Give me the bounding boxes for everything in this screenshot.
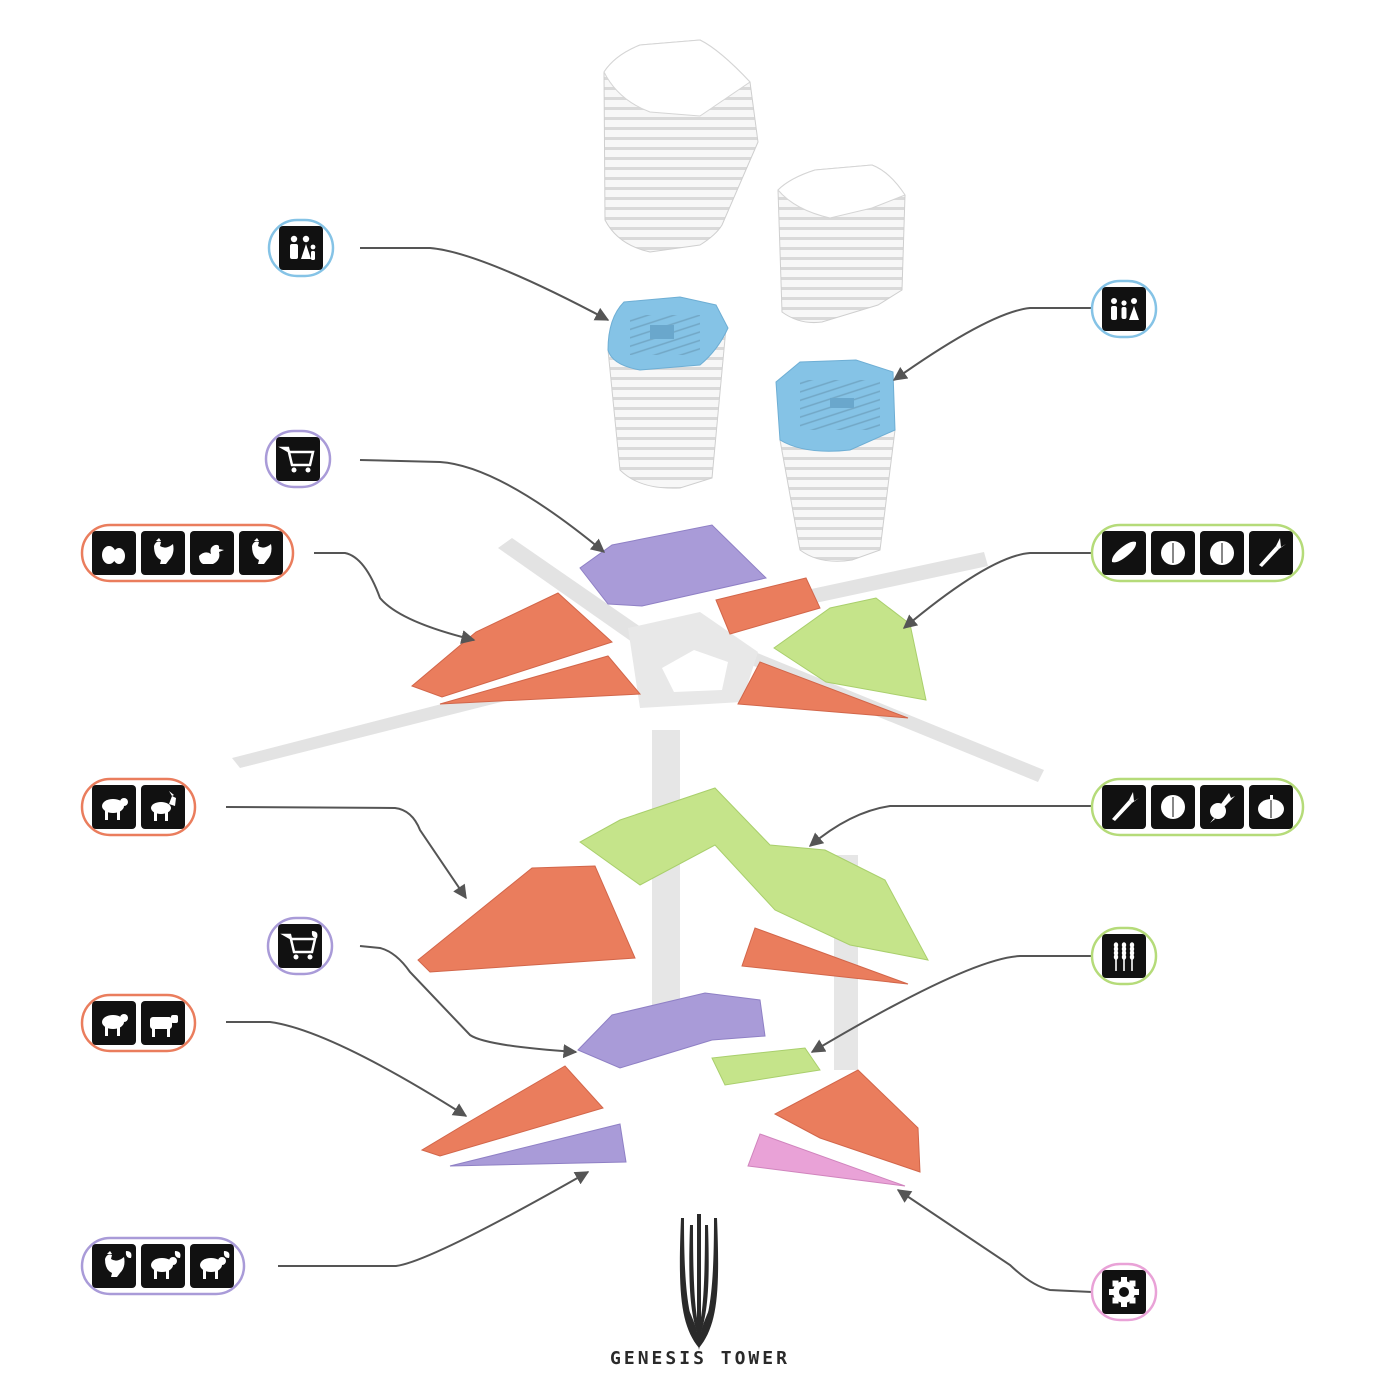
connector-market-upper	[359, 459, 606, 553]
callout-residential-upper-right	[1090, 279, 1158, 339]
goat-icon	[141, 785, 185, 829]
shopping-cart-leaf-icon	[278, 924, 322, 968]
shopping-cart-icon	[276, 437, 320, 481]
pig-leaf-icon	[190, 1244, 234, 1288]
tower-left-residential	[607, 296, 729, 489]
callout-vegetables-upper	[1090, 523, 1305, 583]
wheat-icon	[1102, 934, 1146, 978]
connector-lines	[225, 247, 1093, 1293]
connector-meat-products	[278, 1171, 590, 1267]
callout-badges	[80, 218, 1305, 1322]
callout-technical	[1090, 1262, 1158, 1322]
genesis-tower-logo-mark	[679, 1214, 719, 1350]
cow-icon	[141, 1001, 185, 1045]
callout-meat-products	[80, 1236, 246, 1296]
bottom-livestock-block-left	[420, 1065, 604, 1157]
connector-sheep-cow	[226, 1021, 468, 1117]
lower-crop-block	[579, 787, 929, 961]
bottom-livestock-block-right	[773, 1069, 921, 1173]
connector-sheep-goat	[225, 806, 467, 900]
gear-wrench-icon	[1102, 1270, 1146, 1314]
leek-icon	[1249, 531, 1293, 575]
bottom-market-block-narrow	[449, 1123, 627, 1167]
family-group-icon	[1102, 287, 1146, 331]
upper-livestock-block-bottom	[439, 655, 642, 705]
duck-icon	[190, 531, 234, 575]
tower-right-top	[777, 164, 906, 323]
sheep-leaf-icon	[141, 1244, 185, 1288]
connector-residential-right	[892, 307, 1092, 381]
hen-icon	[239, 531, 283, 575]
callout-grain	[1090, 926, 1158, 986]
logo-title: GENESIS TOWER	[610, 1348, 790, 1369]
bottom-market-block	[577, 992, 766, 1069]
cabbage-icon	[1200, 531, 1244, 575]
cucumber-icon	[1102, 531, 1146, 575]
connector-vegetables-upper	[902, 552, 1092, 629]
chicken-leaf-icon	[92, 1244, 136, 1288]
egg-icon	[92, 531, 136, 575]
genesis-tower-logo: GENESIS TOWER	[600, 1208, 800, 1369]
family-icon	[279, 226, 323, 270]
lower-livestock-block-left	[417, 865, 636, 973]
upper-livestock-block-center	[715, 577, 821, 635]
lower-livestock-block-right	[741, 927, 909, 985]
callout-vegetables-lower	[1090, 777, 1305, 837]
sheep-icon	[92, 785, 136, 829]
bottom-crop-block	[711, 1047, 821, 1086]
upper-market-block	[579, 524, 768, 607]
connector-market-lower	[359, 945, 578, 1059]
connector-poultry	[314, 552, 476, 644]
lettuce-icon	[1151, 531, 1195, 575]
connector-residential-left	[360, 247, 610, 321]
connector-technical	[896, 1189, 1093, 1293]
connector-vegetables-lower	[808, 805, 1092, 847]
upper-livestock-block-right	[737, 661, 909, 719]
pumpkin-icon	[1249, 785, 1293, 829]
callout-market-lower	[266, 916, 334, 976]
carrot-icon	[1102, 785, 1146, 829]
radish-icon	[1200, 785, 1244, 829]
tomato-icon	[1151, 785, 1195, 829]
callout-market-upper	[264, 429, 332, 489]
tower-right-residential	[775, 359, 896, 562]
sheep-icon	[92, 1001, 136, 1045]
callout-sheep-cow	[80, 993, 197, 1053]
callout-residential-upper-left	[267, 218, 335, 278]
tower-left-top	[603, 39, 759, 253]
rooster-icon	[141, 531, 185, 575]
bottom-technical-block	[747, 1133, 906, 1187]
connector-grain	[810, 955, 1092, 1053]
callout-sheep-goat	[80, 777, 197, 837]
callout-poultry	[80, 523, 295, 583]
